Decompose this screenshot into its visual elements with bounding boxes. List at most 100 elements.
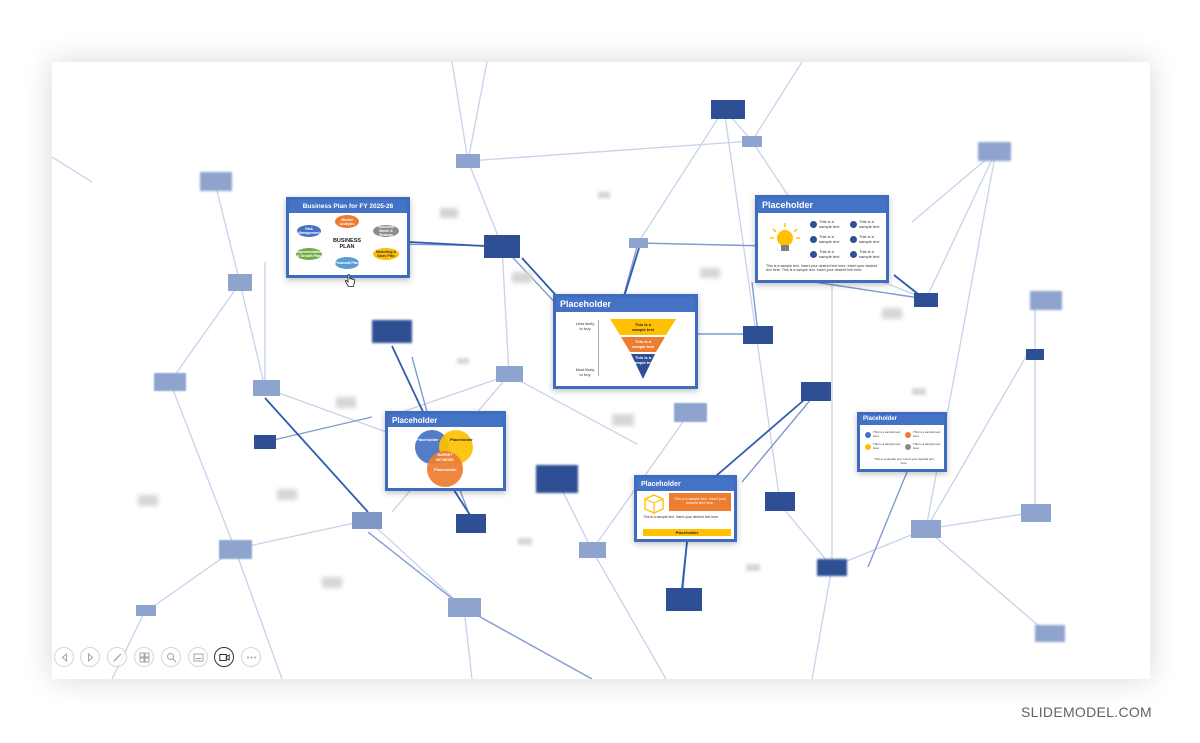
lightbulb-icon xyxy=(770,223,800,251)
see-all-slides-button[interactable] xyxy=(134,647,154,667)
network-node xyxy=(801,382,831,401)
network-node xyxy=(254,435,276,449)
box-title: Placeholder xyxy=(637,478,734,491)
small-footer: This is a sample text. Insert your desir… xyxy=(874,457,934,465)
idea-item-icon xyxy=(810,220,817,228)
idea-item: This is a sample text xyxy=(819,249,840,259)
network-node xyxy=(352,512,382,529)
network-node xyxy=(336,397,356,408)
network-node xyxy=(536,465,578,493)
funnel-axis xyxy=(598,320,599,376)
idea-item: This is a sample text xyxy=(859,219,880,229)
venn-label: Placeholder xyxy=(450,437,473,442)
funnel-top-label: Less likely to buy xyxy=(575,321,595,331)
network-node xyxy=(674,403,707,422)
small-item-icon xyxy=(865,443,871,450)
business-item: Market Analysis xyxy=(335,215,359,228)
business-item: Marketing & Sales Plan xyxy=(373,248,399,260)
idea-item-icon xyxy=(810,235,817,243)
network-node xyxy=(817,559,847,576)
business-plan-card[interactable]: Business Plan for FY 2025-26 Market Anal… xyxy=(286,197,410,278)
box-icon xyxy=(644,494,664,514)
small-item: This is a sample text here xyxy=(873,430,901,438)
small-card[interactable]: Placeholder This is a sample text here T… xyxy=(857,412,947,472)
funnel-card[interactable]: Placeholder Less likely to buy Most like… xyxy=(553,294,698,389)
small-item: This is a sample text here xyxy=(873,442,901,450)
venn-title: Placeholder xyxy=(388,414,503,427)
network-node xyxy=(1026,349,1044,360)
zoom-icon xyxy=(167,653,177,663)
network-node xyxy=(154,373,186,391)
network-node xyxy=(512,272,532,283)
network-node xyxy=(322,577,342,588)
idea-item-icon xyxy=(850,250,857,258)
next-icon xyxy=(88,652,94,663)
network-node xyxy=(277,489,297,500)
idea-title: Placeholder xyxy=(758,198,886,213)
zoom-button[interactable] xyxy=(161,647,181,667)
venn-label: Placeholder xyxy=(416,437,439,442)
network-node xyxy=(136,605,156,616)
next-button[interactable] xyxy=(80,647,100,667)
funnel-title: Placeholder xyxy=(556,297,695,312)
network-node xyxy=(1021,504,1051,522)
network-node xyxy=(882,308,902,319)
network-node xyxy=(440,208,458,218)
more-icon xyxy=(247,656,256,659)
business-item: Risk Management xyxy=(297,225,321,237)
network-node xyxy=(1035,625,1065,642)
network-node xyxy=(912,388,926,395)
subtitles-button[interactable] xyxy=(188,647,208,667)
network-node xyxy=(629,238,648,248)
network-node xyxy=(700,268,720,278)
network-node xyxy=(448,598,481,617)
network-node xyxy=(456,154,480,168)
idea-card[interactable]: Placeholder This is a sample text This i… xyxy=(755,195,889,283)
network-node xyxy=(253,380,280,396)
network-node xyxy=(1030,291,1062,310)
network-node xyxy=(612,414,634,426)
pen-button[interactable] xyxy=(107,647,127,667)
funnel-level-3: This is a sample text xyxy=(631,355,654,365)
slides-icon xyxy=(139,652,150,663)
camera-button[interactable] xyxy=(214,647,234,667)
hand-cursor-icon xyxy=(344,274,355,287)
venn-center: MARKET NETWORK xyxy=(435,453,455,462)
presentation-slide: Business Plan for FY 2025-26 Market Anal… xyxy=(52,62,1150,679)
idea-footer: This is a sample text. Insert your desir… xyxy=(766,264,878,273)
venn-card[interactable]: Placeholder Placeholder Placeholder Plac… xyxy=(385,411,506,491)
small-title: Placeholder xyxy=(860,415,944,425)
box-highlight: This is a sample text. Insert your desir… xyxy=(669,493,731,511)
network-node xyxy=(666,588,702,611)
brand-watermark: SLIDEMODEL.COM xyxy=(1021,704,1152,720)
idea-item: This is a sample text xyxy=(859,249,880,259)
network-node xyxy=(742,136,762,147)
subtitles-icon xyxy=(193,653,204,662)
network-node xyxy=(496,366,523,382)
previous-button[interactable] xyxy=(54,647,74,667)
network-node xyxy=(711,100,745,119)
business-item: Implementation & Growth Plan xyxy=(296,248,322,260)
network-node xyxy=(228,274,252,291)
business-item: Business Model & Strategy xyxy=(373,225,399,237)
idea-item: This is a sample text xyxy=(819,219,840,229)
more-options-button[interactable] xyxy=(241,647,261,667)
small-item: This is a sample text here xyxy=(913,430,941,438)
network-node xyxy=(138,495,158,506)
pen-icon xyxy=(113,653,122,662)
box-footer: Placeholder xyxy=(643,529,731,536)
funnel-graphic xyxy=(610,319,676,379)
small-item-icon xyxy=(905,431,911,438)
network-node xyxy=(457,358,469,364)
network-node xyxy=(743,326,773,344)
box-subtext: This is a sample text. Insert your desir… xyxy=(643,515,719,519)
box-card[interactable]: Placeholder This is a sample text. Inser… xyxy=(634,475,737,542)
network-node xyxy=(598,192,610,198)
camera-icon xyxy=(219,654,230,661)
venn-circle-orange xyxy=(427,451,463,487)
network-node xyxy=(219,540,252,559)
small-item-icon xyxy=(865,431,871,438)
network-node xyxy=(746,564,760,571)
idea-item-icon xyxy=(850,220,857,228)
network-node xyxy=(372,320,412,343)
